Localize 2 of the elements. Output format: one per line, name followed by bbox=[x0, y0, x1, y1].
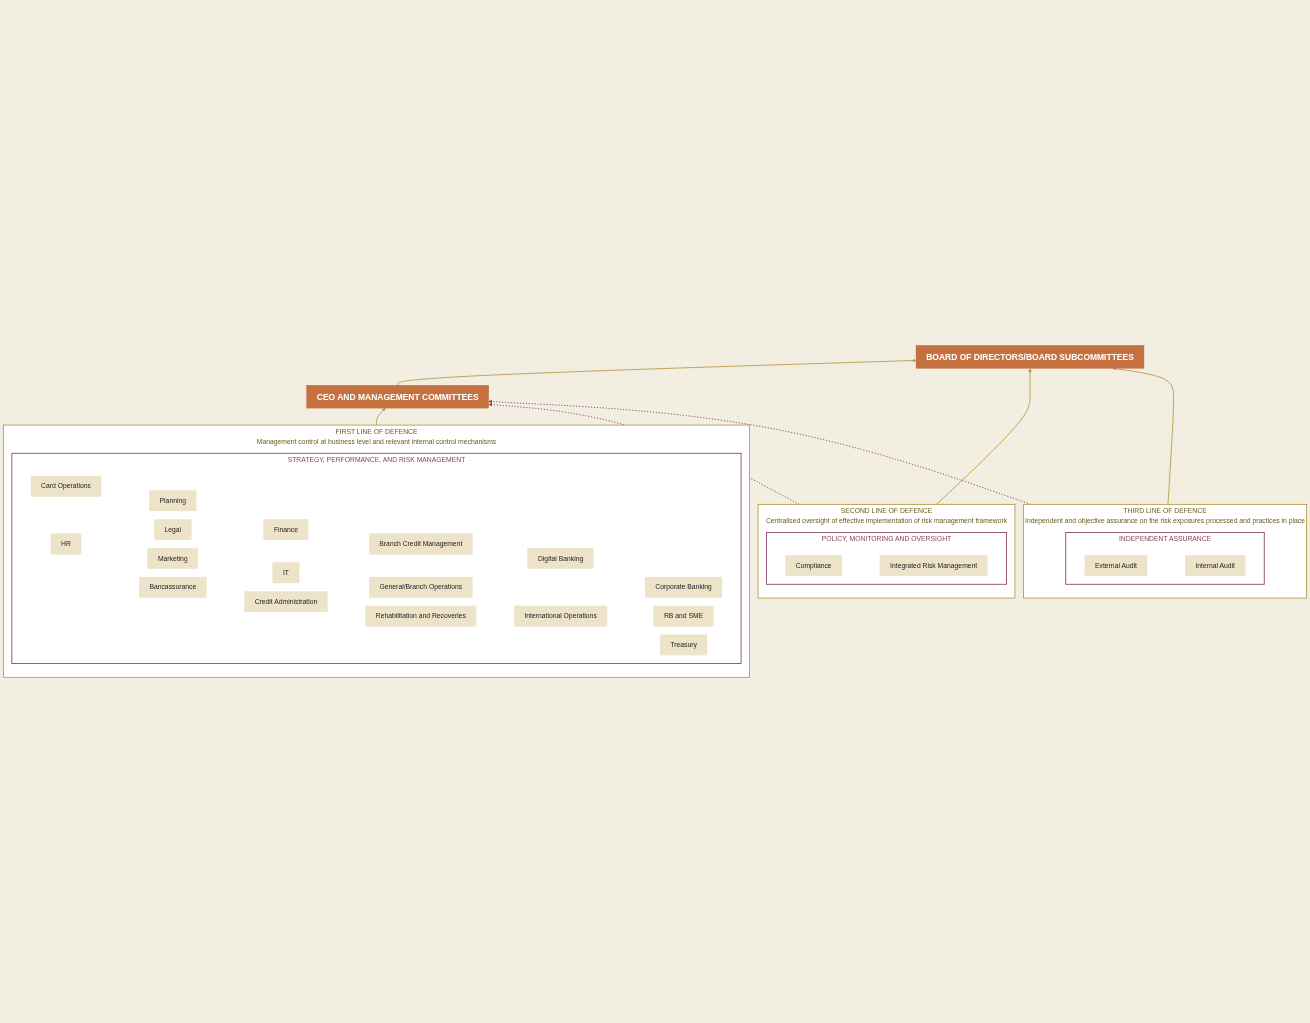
node-box: CEO AND MANAGEMENT COMMITTEES bbox=[306, 385, 489, 409]
node-box: BOARD OF DIRECTORS/BOARD SUBCOMMITTEES bbox=[915, 345, 1145, 369]
